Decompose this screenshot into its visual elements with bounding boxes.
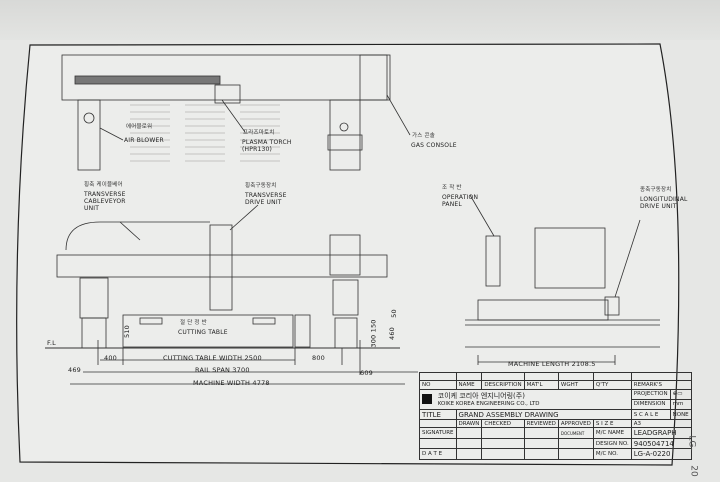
air-blower-label: AIR BLOWER	[124, 137, 164, 144]
dim-rail-span: RAIL SPAN 3700	[195, 366, 250, 374]
longitudinal-drive-label-2: DRIVE UNIT	[640, 203, 677, 210]
dim-cutting-table-width: CUTTING TABLE WIDTH 2500	[163, 354, 262, 362]
plasma-torch-model: (HPR130)	[242, 146, 273, 153]
longitudinal-drive-kr-label: 종축구동장치	[640, 187, 672, 193]
margin-page-number: 20	[688, 465, 699, 477]
cableveyor-label-3: UNIT	[84, 205, 100, 212]
mc-name-label: M/C NAME	[592, 427, 632, 439]
size-value: A3	[630, 419, 692, 429]
dim-800: 800	[312, 354, 326, 362]
dimension-value: mm	[669, 398, 692, 410]
scale-label: S C A L E	[630, 408, 671, 421]
drawn-label: DRAWN	[455, 419, 483, 429]
operation-panel-label-1: OPERATION	[442, 194, 479, 201]
side-view	[465, 194, 660, 365]
dim-300-150: 300 150	[369, 319, 378, 348]
size-label: S I Z E	[592, 419, 632, 429]
cutting-table-kr-label: 절 단 정 반	[180, 320, 207, 326]
company-name: KOIKE KOREA ENGINEERING CO., LTD	[437, 401, 540, 408]
drawing-title: GRAND ASSEMBLY DRAWING	[455, 408, 632, 421]
front-view	[45, 204, 418, 385]
transverse-drive-kr-label: 횡축구동장치	[245, 183, 277, 189]
book-edge	[0, 0, 720, 40]
design-no-label: DESIGN NO.	[592, 437, 632, 450]
cableveyor-kr-label: 횡축 케이블베어	[84, 182, 123, 188]
dim-400: 400	[104, 354, 118, 362]
dim-469: 469	[68, 366, 82, 374]
margin-code: LG-	[686, 435, 697, 451]
title-block: NO NAME DESCRIPTION MAT'L WGHT Q'TY REMA…	[419, 372, 692, 460]
cutting-table-label: CUTTING TABLE	[178, 329, 228, 336]
operation-panel-kr-label: 조 작 반	[442, 185, 462, 191]
header-description: DESCRIPTION	[481, 380, 525, 390]
dim-machine-length: MACHINE LENGTH 2108.5	[508, 360, 596, 368]
air-blower-kr-label: 에어블로워	[126, 124, 153, 130]
longitudinal-drive-label-1: LONGITUDINAL	[640, 196, 688, 203]
projection-label: PROJECTION	[630, 389, 671, 400]
company-kr-name: 코이케 코리아 엔지니어링(주)	[437, 392, 525, 401]
date-label: D A T E	[419, 448, 457, 460]
reviewed-label: REVIEWED	[523, 419, 559, 429]
header-material: MAT'L	[523, 380, 559, 390]
dim-460: 460	[388, 326, 397, 341]
approved-label: APPROVED	[557, 419, 594, 429]
document-label: DOCUMENT	[557, 427, 594, 439]
header-name: NAME	[455, 380, 483, 390]
signature-label: SIGNATURE	[419, 427, 457, 439]
checked-label: CHECKED	[481, 419, 525, 429]
header-no: NO	[419, 380, 457, 390]
mc-no-label: M/C NO.	[592, 448, 632, 460]
operation-panel-label-2: PANEL	[442, 201, 462, 208]
title-label: TITLE	[419, 408, 457, 421]
design-no-value: 940504714	[630, 437, 692, 450]
company-logo-icon	[422, 394, 432, 405]
mc-no-value: LG-A-0220	[630, 448, 692, 460]
floor-level-label: F.L	[47, 339, 56, 347]
dim-510: 510	[123, 324, 132, 339]
mc-name-value: LEADGRAPH	[630, 427, 692, 439]
projection-symbol-icon: ⊕▭	[669, 389, 692, 400]
gas-console-label: GAS CONSOLE	[411, 142, 457, 149]
cableveyor-label-1: TRANSVERSE	[84, 191, 126, 198]
cableveyor-label-2: CABLEVEYOR	[84, 198, 126, 205]
transverse-drive-label-1: TRANSVERSE	[245, 192, 287, 199]
header-remarks: REMARK'S	[630, 380, 692, 390]
dim-609: 609	[360, 369, 374, 377]
gas-console-kr-label: 가스 콘솔	[412, 133, 435, 139]
plasma-torch-label: PLASMA TORCH	[242, 139, 292, 146]
dim-machine-width: MACHINE WIDTH 4778	[193, 379, 270, 387]
header-weight: WGHT	[557, 380, 594, 390]
transverse-drive-label-2: DRIVE UNIT	[245, 199, 282, 206]
plasma-torch-kr-label: 프라즈마토치	[243, 130, 275, 136]
scale-value: NONE	[669, 408, 692, 421]
dim-50: 50	[389, 309, 398, 318]
top-view	[61, 54, 411, 171]
dimension-label: DIMENSION	[630, 398, 671, 410]
header-qty: Q'TY	[592, 380, 632, 390]
